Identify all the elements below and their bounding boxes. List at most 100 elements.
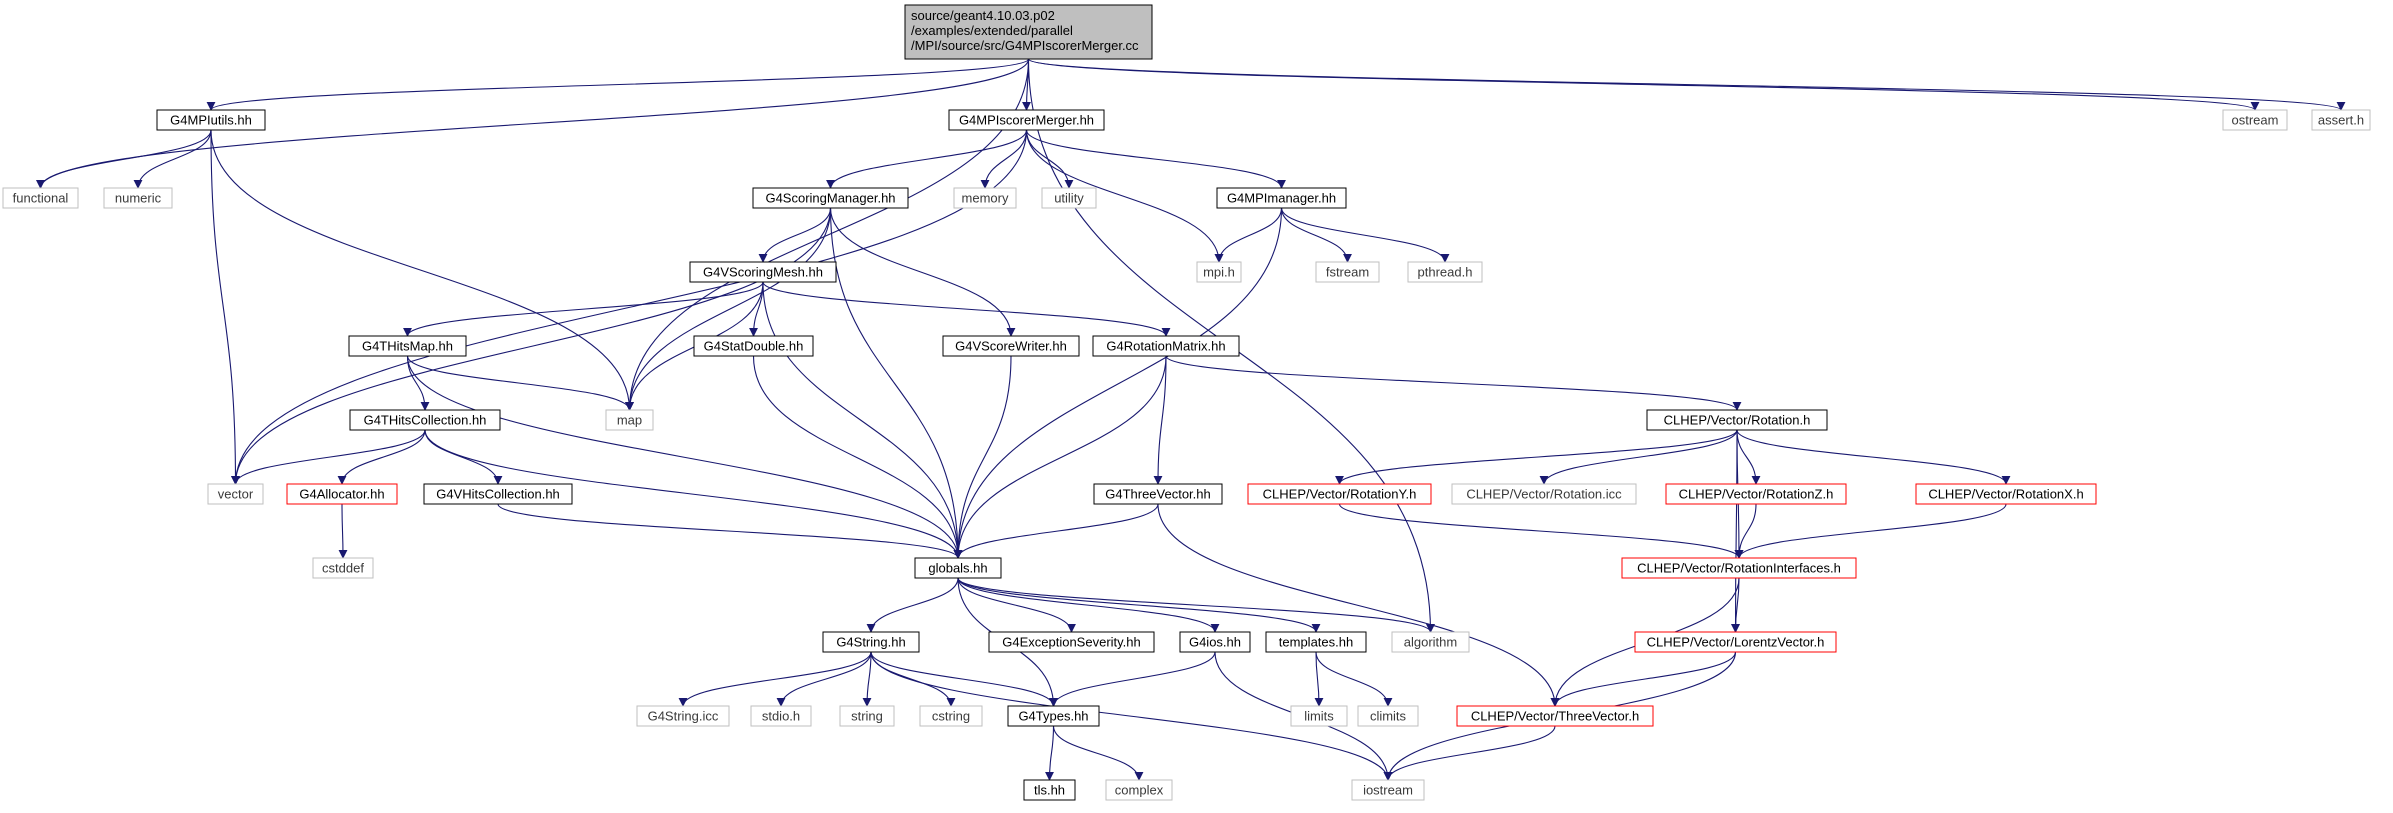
node-tls[interactable]: tls.hh (1023, 779, 1076, 801)
node-label: functional (13, 191, 69, 206)
edge-mpiutils-to-vector (210, 129, 240, 485)
edge-globals-to-exceptionsev (957, 577, 1076, 633)
edge-vscoringmesh-to-statdouble (749, 281, 764, 337)
node-scoringmanager[interactable]: G4ScoringManager.hh (752, 187, 909, 209)
edge-scorermerger_hh-to-mpih (1025, 129, 1224, 263)
node-scorermerger_hh[interactable]: G4MPIscorerMerger.hh (948, 109, 1105, 131)
edge-g4types-to-tls (1045, 725, 1055, 781)
node-clhep_threevec[interactable]: CLHEP/Vector/ThreeVector.h (1456, 705, 1654, 727)
node-box (349, 409, 501, 431)
node-label: CLHEP/Vector/RotationX.h (1928, 487, 2083, 502)
node-box (919, 705, 983, 727)
node-label: globals.hh (928, 561, 987, 576)
node-box (693, 335, 814, 357)
node-lorentz[interactable]: CLHEP/Vector/LorentzVector.h (1634, 631, 1837, 653)
edge-thitscoll-to-allocator (337, 429, 426, 485)
node-allocator[interactable]: G4Allocator.hh (286, 483, 398, 505)
node-templates[interactable]: templates.hh (1265, 631, 1367, 653)
node-vhitscoll[interactable]: G4VHitsCollection.hh (423, 483, 573, 505)
node-roty[interactable]: CLHEP/Vector/RotationY.h (1247, 483, 1432, 505)
edge-thitsmap-to-map (406, 355, 634, 411)
node-globals[interactable]: globals.hh (914, 557, 1002, 579)
node-box (1391, 631, 1470, 653)
node-thitsmap[interactable]: G4THitsMap.hh (348, 335, 467, 357)
node-thitscoll[interactable]: G4THitsCollection.hh (349, 409, 501, 431)
node-label: tls.hh (1034, 783, 1065, 798)
node-label: algorithm (1404, 635, 1457, 650)
edge-root-to-assert (1027, 58, 2346, 111)
edge-clhep_rot-to-roticc (1539, 429, 1738, 485)
edge-threevector-to-globals (953, 503, 1159, 559)
node-label: CLHEP/Vector/Rotation.icc (1466, 487, 1622, 502)
node-rotx[interactable]: CLHEP/Vector/RotationX.h (1915, 483, 2097, 505)
node-complex: complex (1105, 779, 1173, 801)
edge-g4string-to-g4types (870, 651, 1058, 707)
node-cstddef: cstddef (312, 557, 374, 579)
node-g4string[interactable]: G4String.hh (822, 631, 920, 653)
node-box (1634, 631, 1837, 653)
edge-g4string-to-string (862, 651, 872, 707)
node-pthread: pthread.h (1407, 261, 1483, 283)
edge-root-to-ostream (1027, 58, 2260, 111)
node-label: templates.hh (1279, 635, 1353, 650)
node-vscoringmesh[interactable]: G4VScoringMesh.hh (689, 261, 837, 283)
node-root[interactable]: source/geant4.10.03.p02/examples/extende… (904, 4, 1153, 60)
node-assert: assert.h (2311, 109, 2371, 131)
node-box (1196, 261, 1242, 283)
node-label: limits (1304, 709, 1334, 724)
node-box (948, 109, 1105, 131)
node-rotz[interactable]: CLHEP/Vector/RotationZ.h (1665, 483, 1847, 505)
edge-g4ios-to-g4types (1049, 651, 1216, 707)
edge-thitscoll-to-globals (424, 429, 963, 559)
node-label: G4VScoreWriter.hh (955, 339, 1067, 354)
node-g4types[interactable]: G4Types.hh (1007, 705, 1100, 727)
node-label: vector (218, 487, 254, 502)
node-string: string (839, 705, 895, 727)
node-mpimanager[interactable]: G4MPImanager.hh (1216, 187, 1347, 209)
node-box (1092, 335, 1240, 357)
node-label: G4String.hh (836, 635, 905, 650)
node-box (1265, 631, 1367, 653)
edge-roty-to-rotinterfaces (1338, 503, 1744, 559)
node-box (1041, 187, 1097, 209)
node-box (1451, 483, 1637, 505)
node-box (904, 4, 1153, 60)
node-label: G4String.icc (648, 709, 719, 724)
node-box (1247, 483, 1432, 505)
edge-globals-to-g4ios (957, 577, 1220, 633)
node-threevector[interactable]: G4ThreeVector.hh (1093, 483, 1223, 505)
node-functional: functional (2, 187, 79, 209)
edge-globals-to-g4string (866, 577, 959, 633)
node-label: string (851, 709, 883, 724)
edge-g4string-to-iostream (870, 651, 1393, 781)
node-label: fstream (1326, 265, 1369, 280)
node-box (752, 187, 909, 209)
edge-scoringmanager-to-vscoringmesh (758, 207, 832, 263)
node-label: complex (1115, 783, 1164, 798)
node-label: source/geant4.10.03.p02/examples/extende… (911, 8, 1139, 53)
node-rotmatrix[interactable]: G4RotationMatrix.hh (1092, 335, 1240, 357)
edge-clhep_threevec-to-iostream (1383, 725, 1556, 781)
node-box (822, 631, 920, 653)
node-box (1290, 705, 1348, 727)
node-statdouble[interactable]: G4StatDouble.hh (693, 335, 814, 357)
edge-scoringmanager-to-vscorewriter (829, 207, 1016, 337)
edge-globals-to-algorithm (957, 577, 1435, 633)
node-box (914, 557, 1002, 579)
edge-rotmatrix-to-threevector (1153, 355, 1167, 485)
node-label: climits (1370, 709, 1407, 724)
edge-threevector-to-clhep_threevec (1157, 503, 1560, 707)
node-climits: climits (1357, 705, 1419, 727)
node-rotinterfaces[interactable]: CLHEP/Vector/RotationInterfaces.h (1621, 557, 1857, 579)
node-vscorewriter[interactable]: G4VScoreWriter.hh (942, 335, 1080, 357)
node-box (2, 187, 79, 209)
node-exceptionsev[interactable]: G4ExceptionSeverity.hh (988, 631, 1155, 653)
node-numeric: numeric (103, 187, 173, 209)
node-box (1216, 187, 1347, 209)
edge-scorermerger_hh-to-scoringmanager (826, 129, 1028, 189)
node-clhep_rot[interactable]: CLHEP/Vector/Rotation.h (1646, 409, 1828, 431)
node-mpiutils[interactable]: G4MPIutils.hh (156, 109, 266, 131)
node-box (1023, 779, 1076, 801)
node-g4ios[interactable]: G4ios.hh (1179, 631, 1251, 653)
